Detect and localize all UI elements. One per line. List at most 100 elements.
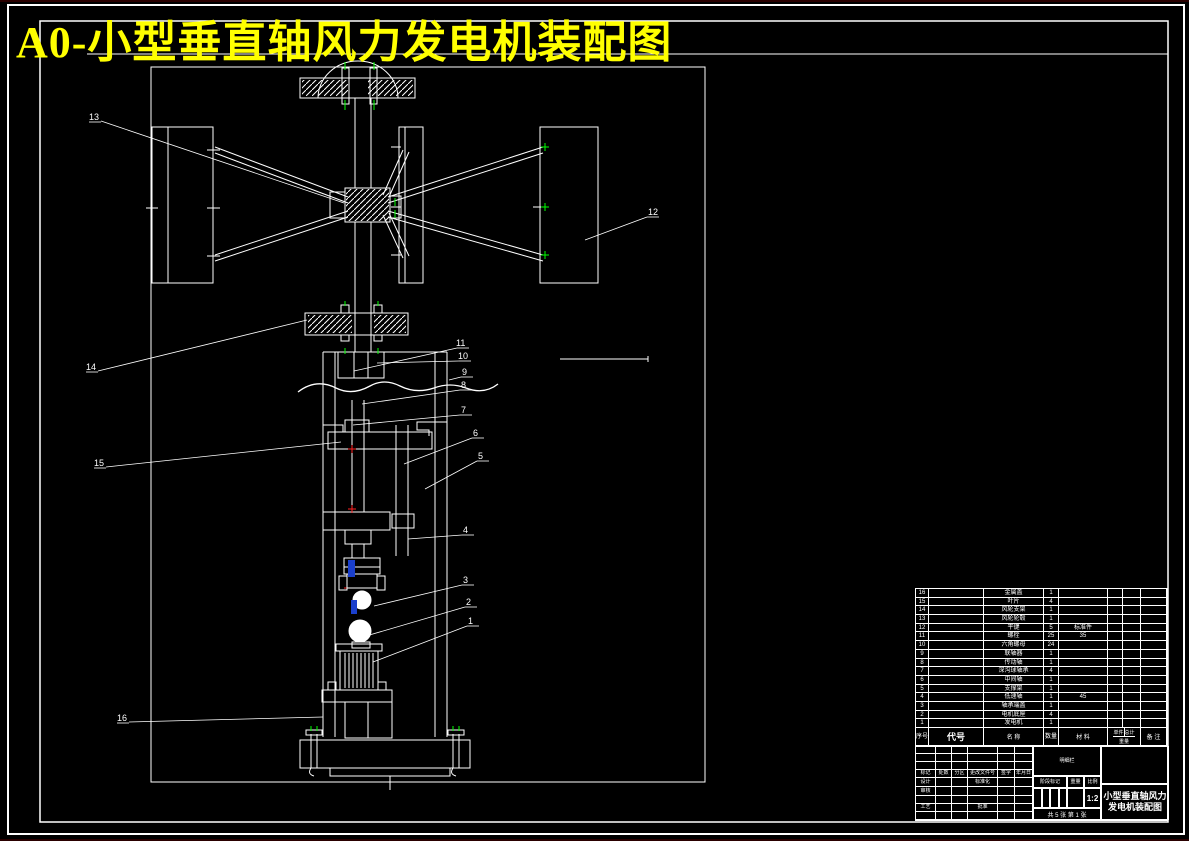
title-block-cell <box>936 762 952 770</box>
title-block-cell <box>968 796 998 804</box>
title-block-cell <box>936 787 952 796</box>
header-material: 材 料 <box>1059 728 1108 746</box>
mounting-plate <box>304 304 409 342</box>
callout-8: 8 <box>461 380 466 390</box>
title-block-cell <box>998 754 1015 762</box>
title-block-cell <box>1015 754 1033 762</box>
header-code: 代号 <box>929 728 984 746</box>
callout-2: 2 <box>466 597 471 607</box>
callout-3: 3 <box>463 575 468 585</box>
title-block-label-mark: 标记 <box>916 770 936 778</box>
title-block-cell <box>952 804 968 812</box>
coupling-generator <box>299 557 471 790</box>
parts-header-row: 序号 代号 名 称 数量 材 料 单件 总计 重量 备 注 <box>916 728 1167 746</box>
callout-4: 4 <box>463 525 468 535</box>
title-block-cell <box>936 796 952 804</box>
drawing-title: A0-小型垂直轴风力发电机装配图 <box>16 18 673 67</box>
title-block-cell <box>936 778 952 787</box>
weight-label: 重量 <box>1067 776 1084 788</box>
bottom-edge-strip <box>0 839 1189 841</box>
parts-list-table: 16 金属盖 1 15 叶片 4 14 风轮支架 1 <box>915 588 1168 747</box>
title-block-label-sign: 签字 <box>998 770 1015 778</box>
title-block-cell <box>952 746 968 754</box>
stage-mark-label: 阶段标记 <box>1033 776 1067 788</box>
foundation-marks <box>310 301 460 731</box>
title-block-cell <box>998 778 1015 787</box>
title-block-cell <box>916 762 936 770</box>
header-weight-label: 重量 <box>1118 738 1129 745</box>
title-block-cell <box>1015 812 1033 820</box>
title-block-cell <box>1015 787 1033 796</box>
parts-rows: 16 金属盖 1 15 叶片 4 14 风轮支架 1 <box>916 589 1167 728</box>
title-block-cell <box>952 796 968 804</box>
weight-value <box>1067 788 1084 808</box>
drawing-name-line1: 小型垂直轴风力 <box>1103 791 1167 801</box>
sheet-borders <box>7 4 1185 835</box>
title-block-cell <box>952 762 968 770</box>
callout-10: 10 <box>458 351 468 361</box>
header-total-weight: 总计 <box>1124 729 1135 736</box>
title-block-cell <box>952 754 968 762</box>
sheet-info: 共 5 张 第 1 张 <box>1033 808 1101 820</box>
callout-11: 11 <box>456 338 465 348</box>
header-note: 备 注 <box>1141 728 1167 746</box>
stage-cell-2 <box>1042 788 1050 808</box>
title-block-cell <box>1015 778 1033 787</box>
title-block-label-change_doc: 更改文件号 <box>968 770 998 778</box>
title-block-cell <box>936 812 952 820</box>
title-block-cell <box>968 812 998 820</box>
title-block-label-design: 设计 <box>916 778 936 787</box>
rotor-center-marks <box>344 62 549 259</box>
header-qty: 数量 <box>1044 728 1059 746</box>
title-block-cell <box>998 812 1015 820</box>
callout-1: 1 <box>468 616 473 626</box>
title-block: 标记处数分区更改文件号签字年月日设计标准化审核工艺批准 明细栏 阶段标记 重量 … <box>915 745 1169 821</box>
title-block-label-date: 年月日 <box>1015 770 1033 778</box>
title-block-cell <box>952 812 968 820</box>
title-block-cell <box>952 778 968 787</box>
callout-7: 7 <box>461 405 466 415</box>
title-block-label-count: 处数 <box>936 770 952 778</box>
title-block-cell <box>968 746 998 754</box>
gearbox <box>322 400 447 558</box>
title-block-cell <box>916 746 936 754</box>
title-block-cell <box>936 754 952 762</box>
callout-5: 5 <box>478 451 483 461</box>
title-block-label-approve: 批准 <box>968 804 998 812</box>
title-block-left-grid: 标记处数分区更改文件号签字年月日设计标准化审核工艺批准 <box>916 746 1033 820</box>
tower-frame <box>297 351 499 737</box>
title-block-cell <box>936 804 952 812</box>
title-block-cell <box>1015 804 1033 812</box>
stage-cell-1 <box>1033 788 1042 808</box>
callout-14: 14 <box>86 362 96 372</box>
title-block-cell <box>952 787 968 796</box>
title-block-cell <box>1015 746 1033 754</box>
title-block-cell <box>998 796 1015 804</box>
stage-cell-4 <box>1059 788 1067 808</box>
callout-12: 12 <box>648 207 658 217</box>
top-edge-strip <box>0 0 1189 2</box>
callout-labels: 1 2 3 4 5 6 7 8 9 10 11 12 13 14 15 16 <box>86 112 658 723</box>
drawing-number-box <box>1101 746 1169 784</box>
stage-cell-3 <box>1050 788 1059 808</box>
scale-label: 比例 <box>1084 776 1101 788</box>
title-block-label-audit: 审核 <box>916 787 936 796</box>
title-block-label-zone: 分区 <box>952 770 968 778</box>
title-block-cell <box>968 787 998 796</box>
callout-9: 9 <box>462 367 467 377</box>
callout-15: 15 <box>94 458 104 468</box>
title-block-cell <box>998 804 1015 812</box>
drawing-name-box: 小型垂直轴风力 发电机装配图 <box>1101 784 1169 820</box>
title-block-cell <box>916 796 936 804</box>
header-weight: 单件 总计 重量 <box>1108 728 1141 746</box>
title-block-cell <box>968 754 998 762</box>
header-unit-weight: 单件 <box>1113 728 1125 736</box>
drawing-name-line2: 发电机装配图 <box>1107 802 1162 812</box>
header-no: 序号 <box>916 728 929 746</box>
title-block-label-process: 工艺 <box>916 804 936 812</box>
scale-value: 1:2 <box>1084 788 1101 808</box>
callout-leaders <box>86 120 659 724</box>
title-block-cell <box>1015 762 1033 770</box>
